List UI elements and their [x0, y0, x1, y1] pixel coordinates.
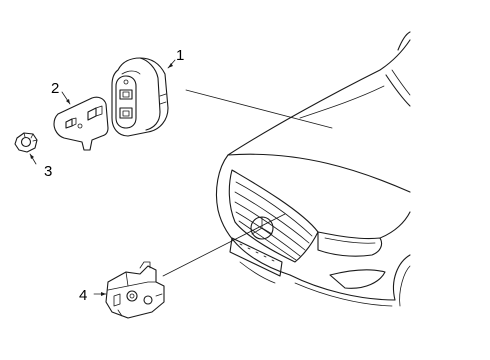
mounting-bracket: [53, 96, 109, 151]
hood-latch: [105, 261, 165, 319]
horn: [111, 57, 169, 137]
callout-1-label: 1: [176, 47, 184, 64]
leader-lines: [29, 59, 333, 296]
nut: [14, 132, 38, 153]
vehicle-front: [215, 31, 411, 307]
callout-2-label: 2: [51, 80, 59, 97]
callout-3-label: 3: [44, 163, 52, 180]
callout-4-label: 4: [79, 287, 87, 304]
